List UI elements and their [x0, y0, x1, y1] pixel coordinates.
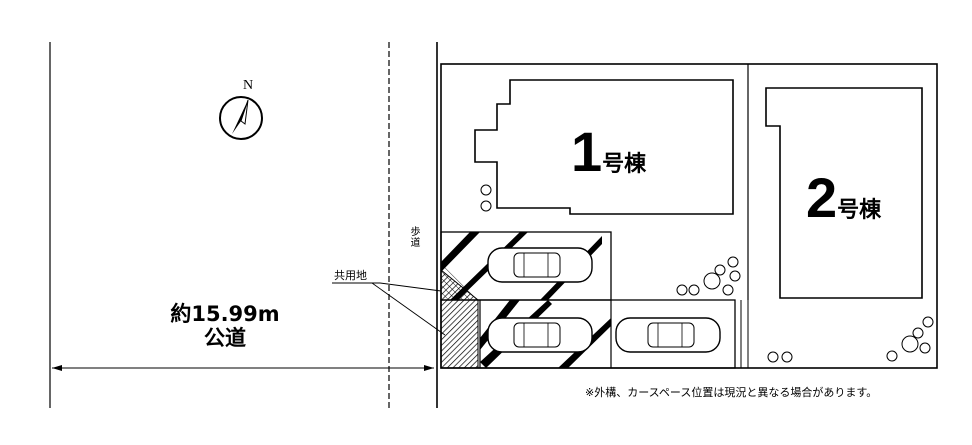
sidewalk-label: 歩道	[408, 226, 419, 248]
building-2-label: 2号棟	[806, 170, 881, 226]
building-2-number: 2	[806, 166, 838, 229]
building-2-footprint	[765, 87, 923, 299]
building-1-label: 1号棟	[571, 124, 646, 180]
compass-north-arrow-icon	[219, 96, 263, 140]
fixtures-building-1	[480, 184, 741, 296]
building-1-footprint	[474, 79, 734, 215]
building-1-suffix: 号棟	[602, 152, 647, 177]
car-3	[615, 317, 721, 353]
road-width-dimension	[52, 365, 434, 371]
disclaimer-note: ※外構、カースペース位置は現況と異なる場合があります。	[585, 386, 878, 399]
fixtures-building-2	[767, 316, 934, 363]
building-2-suffix: 号棟	[837, 198, 882, 223]
car-2	[487, 317, 593, 353]
building-1-number: 1	[571, 120, 603, 183]
car-1	[487, 247, 593, 283]
shared-land-label: 共用地	[334, 269, 367, 282]
road-width: 約15.99m	[170, 302, 280, 326]
road-name: 公道	[204, 326, 246, 350]
road-label: 約15.99m 公道	[150, 302, 300, 350]
compass-north-label: N	[243, 78, 254, 93]
